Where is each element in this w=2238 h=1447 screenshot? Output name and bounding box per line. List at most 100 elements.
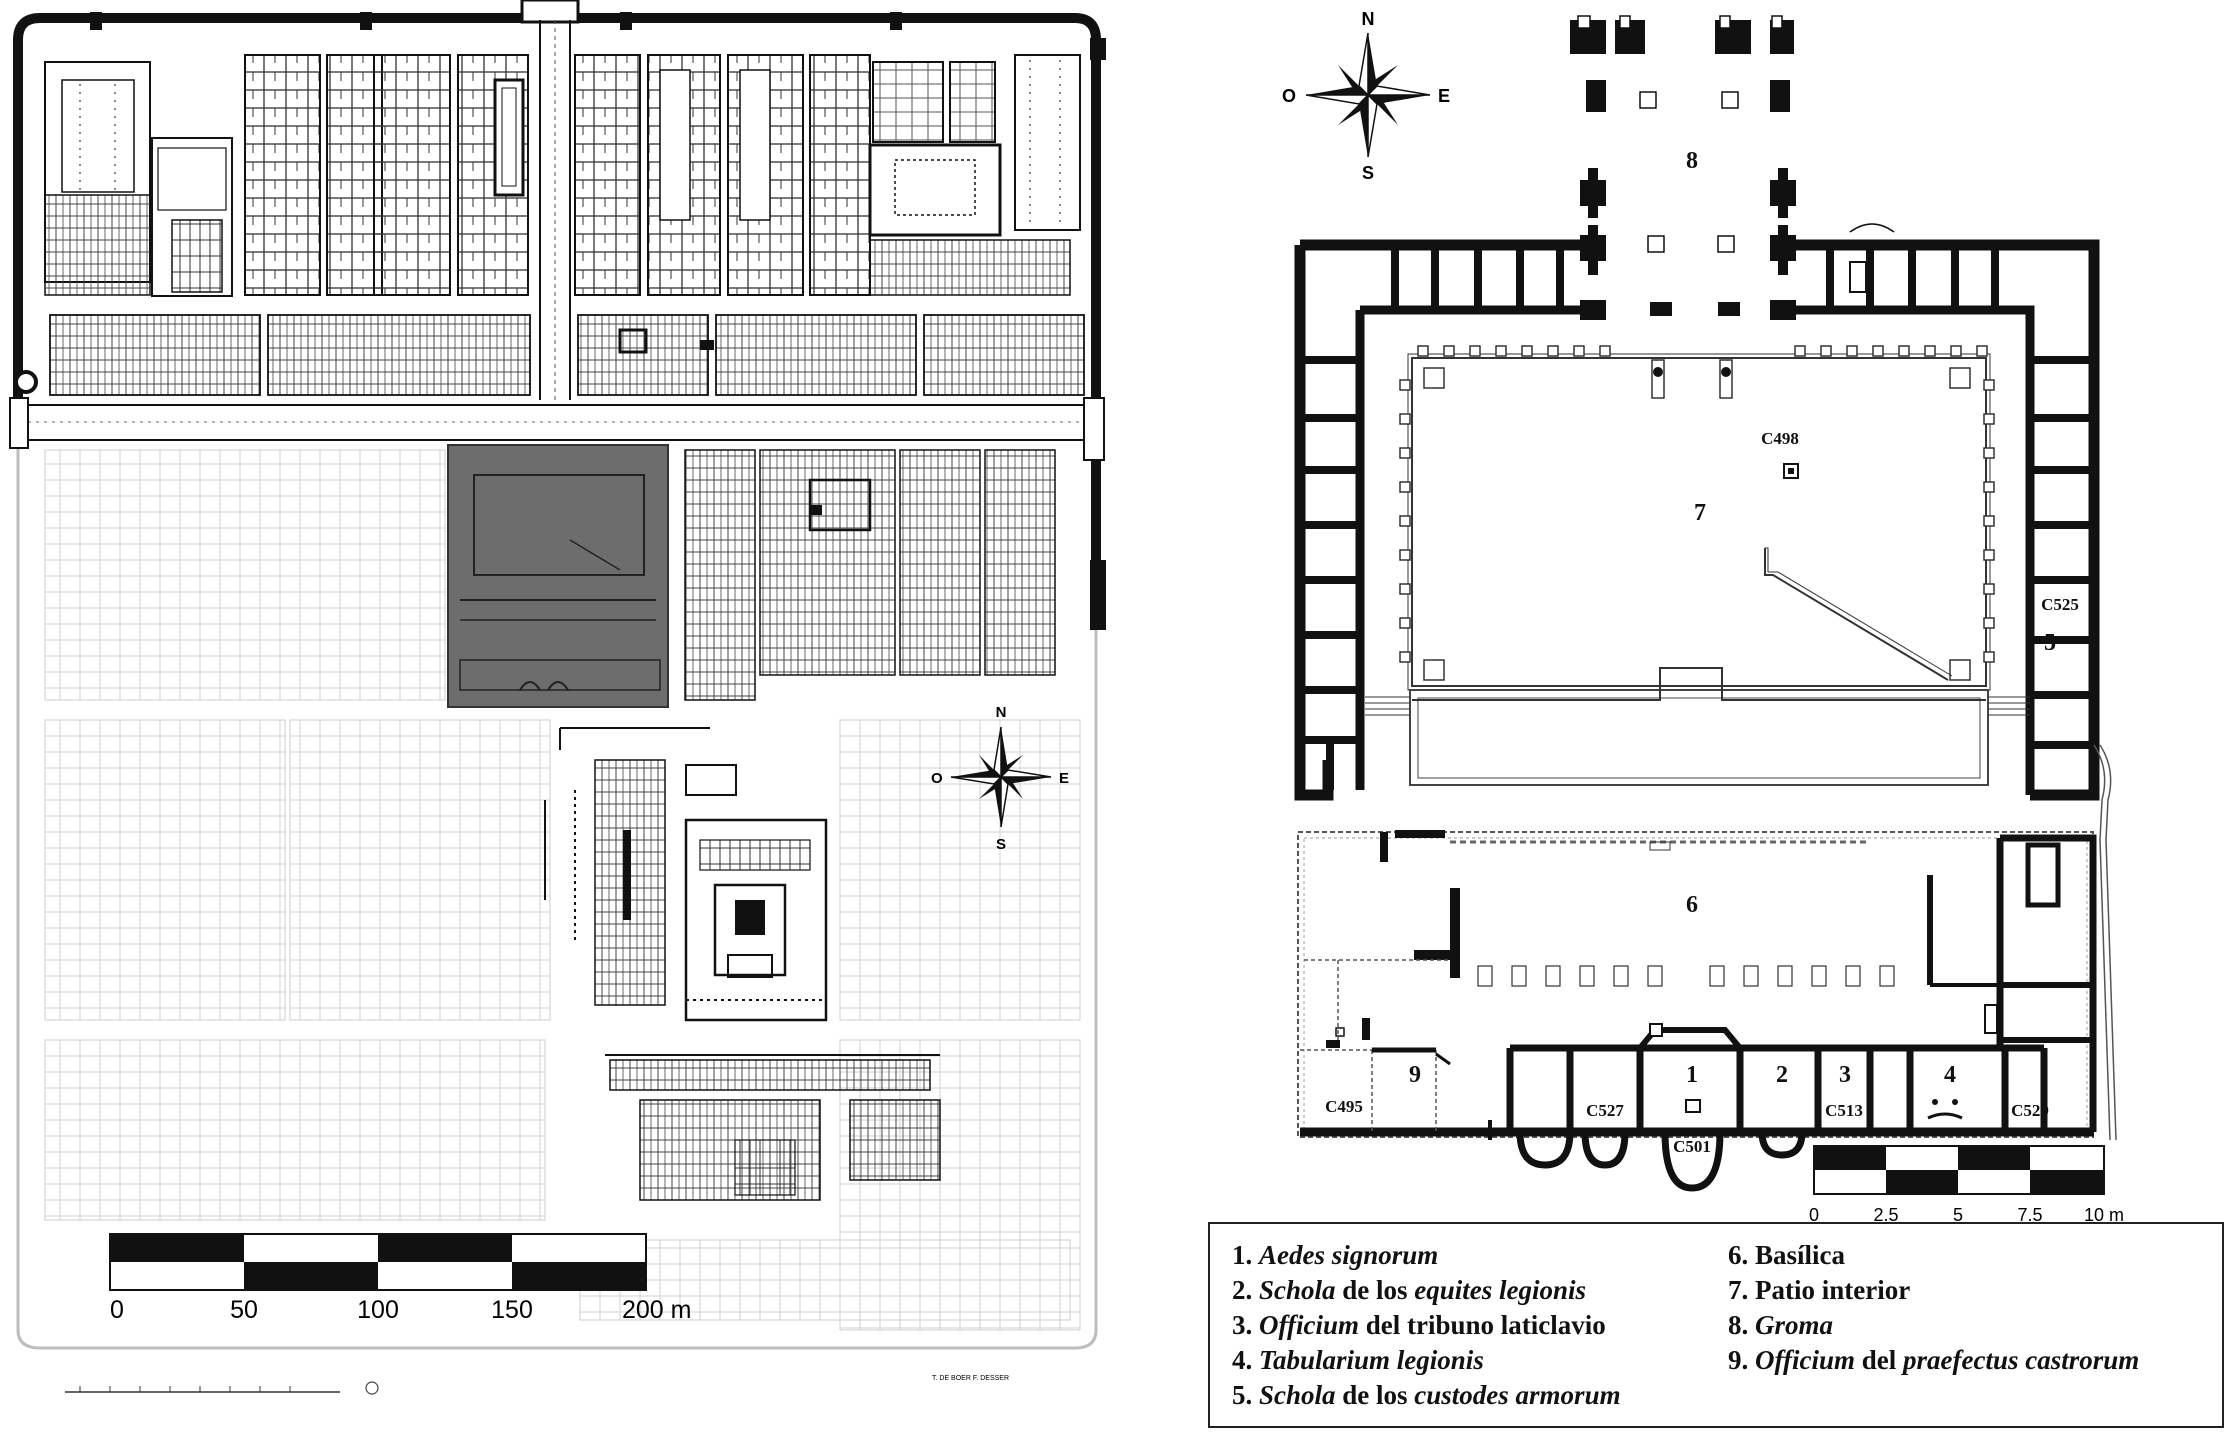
scale-right-10: 10 m [2084,1205,2124,1225]
room-code-c529: C529 [2011,1101,2049,1120]
column-pier [1898,345,1910,357]
legend-item: 1. Aedes signorum [1232,1238,1621,1273]
column-pier [1983,481,1995,493]
legend-text: de los [1335,1380,1415,1410]
column-pier [1399,583,1411,595]
column-pier [1417,345,1429,357]
column-pier [1443,345,1455,357]
legend-number: 2. [1232,1275,1259,1305]
column-pier [1983,413,1995,425]
column-pier [1811,965,1827,987]
scale-right-0: 0 [1809,1205,1819,1225]
legend-text: Patio interior [1755,1275,1911,1305]
legend-text: custodes armorum [1414,1380,1621,1410]
south-buildings [544,727,941,1201]
column-pier [1573,345,1585,357]
left-footer-credit: T. DE BOER F. DESSER [932,1375,1009,1382]
compass-left-s: S [996,836,1006,853]
legend-text: Tabularium legionis [1259,1345,1484,1375]
legend-text: Schola [1259,1380,1336,1410]
column-pier [1983,617,1995,629]
column-pier [1477,965,1493,987]
legend-text: Officium [1755,1345,1855,1375]
column-pier [1794,345,1806,357]
fortress-site-plan: N S E O 0 50 100 150 200 m T. DE BOER [9,0,1106,1395]
legend-text: Basílica [1755,1240,1846,1270]
column-pier [1469,345,1481,357]
column-pier [1709,965,1725,987]
scale-left-0: 0 [110,1296,124,1324]
legend-item: 6. Basílica [1728,1238,2139,1273]
legend-number: 1. [1232,1240,1259,1270]
column-pier [1983,515,1995,527]
column-pier [1983,447,1995,459]
scale-bar-right: 0 2.5 5 7.5 10 m [1809,1145,2124,1225]
room-code-c495: C495 [1325,1097,1363,1116]
compass-left-e: E [1059,770,1069,787]
column-pier [1647,965,1663,987]
groma-piers [1570,20,1796,320]
column-pier [1845,965,1861,987]
column-pier [1495,345,1507,357]
barrack-blocks-ne [574,54,871,296]
compass-right-n: N [1362,9,1375,29]
compass-left-w: O [931,770,943,787]
column-pier [1983,583,1995,595]
scale-left-100: 100 [357,1296,399,1324]
legend-number: 7. [1728,1275,1755,1305]
legend-number: 9. [1728,1345,1755,1375]
legend-item: 9. Officium del praefectus castrorum [1728,1343,2139,1378]
column-pier [1599,345,1611,357]
scale-right-75: 7.5 [2017,1205,2042,1225]
compass-rose-right: N S E O [1282,9,1450,183]
legend-text: Officium [1259,1310,1359,1340]
room-code-c525: C525 [2041,595,2079,614]
legend-number: 8. [1728,1310,1755,1340]
area-number-4: 4 [1944,1062,1956,1088]
column-pier [1950,345,1962,357]
column-pier [1846,345,1858,357]
compass-right-s: S [1362,163,1374,183]
legend-number: 6. [1728,1240,1755,1270]
legend-text: equites legionis [1414,1275,1587,1305]
scale-right-25: 2.5 [1873,1205,1898,1225]
legend-number: 3. [1232,1310,1259,1340]
column-pier [1399,515,1411,527]
compass-rose-left: N S E O [931,704,1069,853]
legend-text: Groma [1755,1310,1834,1340]
legend-text: de los [1335,1275,1415,1305]
legend-column-left: 1. Aedes signorum 2. Schola de los equit… [1232,1238,1621,1413]
legend-item: 8. Groma [1728,1308,2139,1343]
area-number-8: 8 [1686,148,1698,174]
legend-text: del tribuno laticlavio [1359,1310,1606,1340]
column-pier [1743,965,1759,987]
scale-left-200: 200 m [622,1296,691,1324]
column-pier [1579,965,1595,987]
column-pier [1983,651,1995,663]
legend-item: 3. Officium del tribuno laticlavio [1232,1308,1621,1343]
scale-bar-left: 0 50 100 150 200 m [109,1233,691,1324]
column-pier [1613,965,1629,987]
column-pier [1777,965,1793,987]
scale-right-5: 5 [1953,1205,1963,1225]
column-pier [1983,379,1995,391]
legend-text: del [1855,1345,1904,1375]
legend-text: praefectus castrorum [1903,1345,2140,1375]
legend-text: Schola [1259,1275,1336,1305]
column-pier [1399,413,1411,425]
column-pier [1521,345,1533,357]
legend-text: Aedes signorum [1259,1240,1439,1270]
scale-left-50: 50 [230,1296,258,1324]
column-pier [1399,379,1411,391]
legend-number: 5. [1232,1380,1259,1410]
compass-right-w: O [1282,86,1296,106]
room-code-c498: C498 [1761,429,1799,448]
column-pier [1983,549,1995,561]
barrack-blocks-nw [244,54,529,296]
compass-left-n: N [996,704,1007,721]
column-pier [1872,345,1884,357]
legend-item: 7. Patio interior [1728,1273,2139,1308]
area-number-5: 5 [2044,630,2056,656]
